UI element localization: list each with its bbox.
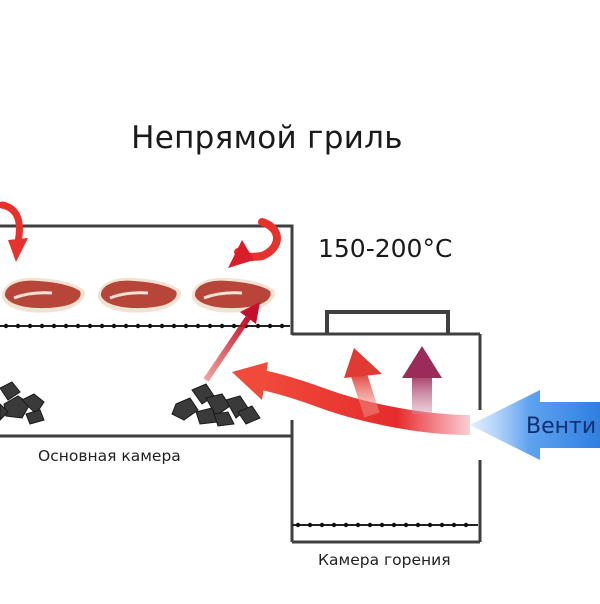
grate-dot [267,323,273,329]
heat-curl-left [0,201,28,262]
grate-dot [195,323,201,329]
hot-air-flow-arrow [232,362,471,435]
grate-dot [99,323,105,329]
grate-dot [295,522,301,528]
grate-dot [135,323,141,329]
main-chamber-label: Основная камера [38,447,181,465]
grate-dot [391,522,397,528]
grate-dot [111,323,117,329]
grate-dot [403,522,409,528]
grate-dot [331,522,337,528]
grate-dot [63,323,69,329]
coal-pile-right [171,383,261,427]
grate-dot [343,522,349,528]
grate-dot [15,323,21,329]
grate-dot [439,522,445,528]
grate-dot [307,522,313,528]
steak-3 [191,277,275,313]
firebox-handle [325,310,450,334]
grate-dot [451,522,457,528]
grate-dot [231,323,237,329]
heat-diagonal-arrow [203,302,260,382]
heat-up-arrow-red [344,348,382,418]
grate-dot [147,323,153,329]
grate-dot [319,522,325,528]
grate-dot [279,323,285,329]
grate-dot [415,522,421,528]
grate-dot [75,323,81,329]
grate-dot [3,323,9,329]
coal-pile-left [0,381,45,425]
grate-dot [207,323,213,329]
steak-1 [1,277,85,313]
grate-dot [171,323,177,329]
grate-dot [255,323,261,329]
grate-dot [183,323,189,329]
grate-dot [39,323,45,329]
vent-label: Венти [526,414,596,439]
heat-curl-right [228,218,281,268]
grate-dot [87,323,93,329]
firebox [290,332,482,544]
grate-dot [355,522,361,528]
grate-dot [367,522,373,528]
grate-dot [159,323,165,329]
steak-2 [97,277,181,313]
grate-dot [379,522,385,528]
grate-dot [51,323,57,329]
firebox-grate [292,522,478,528]
temperature-label: 150-200°C [318,234,453,263]
grate-dot [219,323,225,329]
grate-dot [463,522,469,528]
heat-up-arrow-purple [402,346,442,414]
grate-dot [427,522,433,528]
diagram-title: Непрямой гриль [131,120,403,156]
vent-air-arrow [470,390,600,460]
grate-dot [123,323,129,329]
firebox-label: Камера горения [318,551,451,569]
grate-dot [27,323,33,329]
